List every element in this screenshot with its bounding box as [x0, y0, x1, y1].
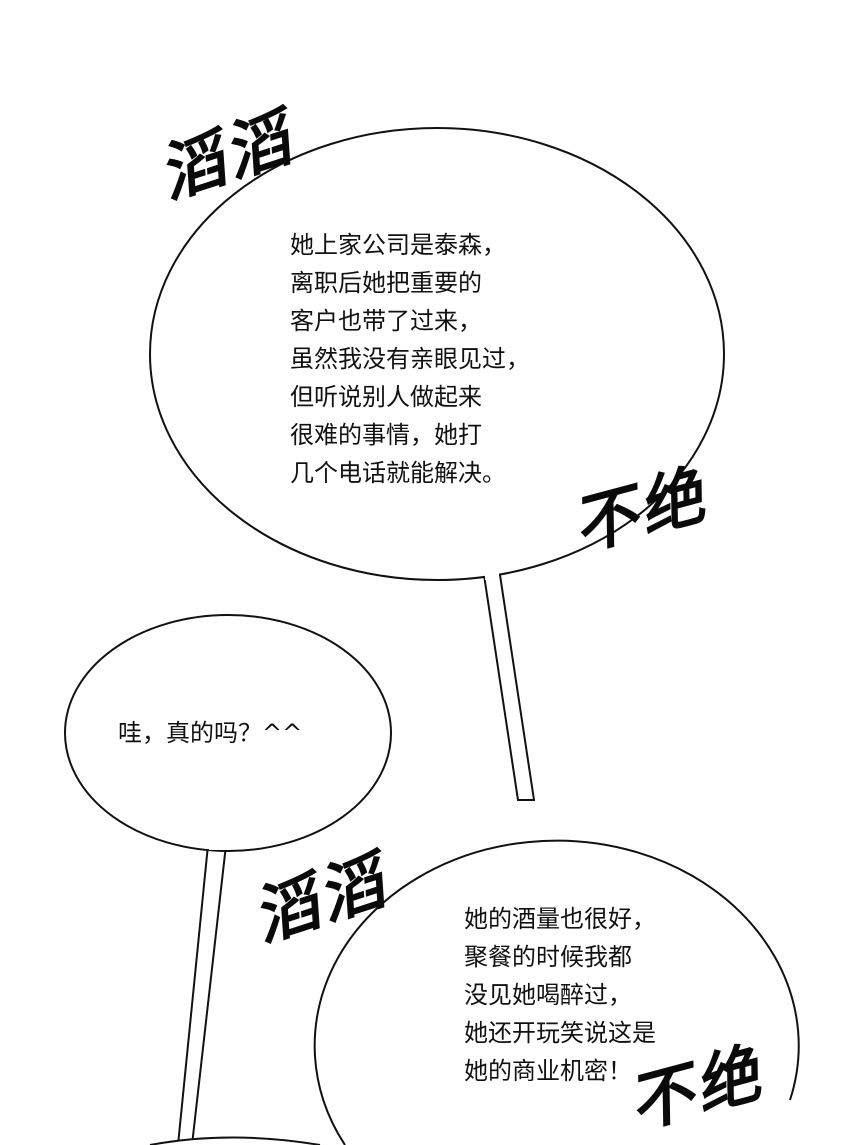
text-line: 聚餐的时候我都: [464, 943, 632, 971]
bubble-4: [149, 1136, 321, 1145]
bubble-2-tail: [176, 844, 228, 1145]
bubble-2: [64, 614, 392, 852]
bubble-1: [149, 127, 725, 581]
text-line: 客户也带了过来，: [290, 307, 482, 335]
text-line: 她的商业机密！: [464, 1057, 632, 1085]
text-line: 几个电话就能解决。: [290, 459, 506, 487]
bubble-3: [313, 839, 800, 1145]
text-line: 离职后她把重要的: [290, 269, 482, 297]
bubble-3-text: 她的酒量也很好， 聚餐的时候我都 没见她喝醉过， 她还开玩笑说这是 她的商业机密…: [464, 900, 656, 1090]
text-line: 很难的事情，她打: [290, 421, 482, 449]
bubble-1-text: 她上家公司是泰森， 离职后她把重要的 客户也带了过来， 虽然我没有亲眼见过， 但…: [290, 226, 530, 492]
bubble-2-text: 哇，真的吗？^^: [118, 714, 302, 752]
text-line: 没见她喝醉过，: [464, 981, 632, 1009]
text-line: 但听说别人做起来: [290, 383, 482, 411]
text-line: 她上家公司是泰森，: [290, 231, 506, 259]
text-line: 哇，真的吗？^^: [118, 719, 303, 747]
text-line: 她还开玩笑说这是: [464, 1019, 656, 1047]
text-line: 她的酒量也很好，: [464, 905, 656, 933]
bubble-1-tail: [482, 574, 536, 801]
text-line: 虽然我没有亲眼见过，: [290, 345, 530, 373]
